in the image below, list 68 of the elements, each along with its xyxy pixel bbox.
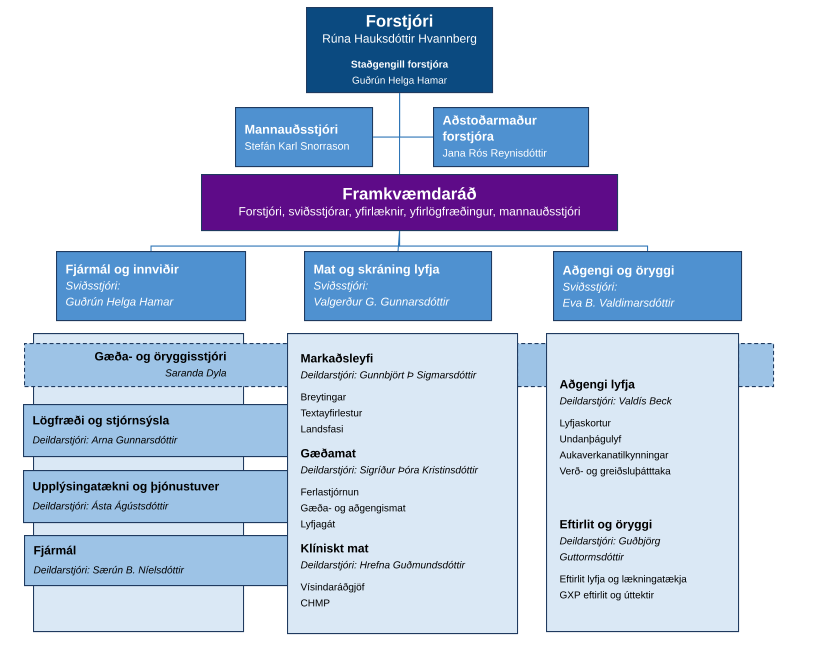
title-text: Forstjóri: [366, 14, 432, 30]
department-column: [287, 333, 518, 634]
task-text: Vísindaráðgjöf: [300, 582, 364, 592]
task-text: Lyfjaskortur: [560, 419, 611, 428]
name-text: Stefán Karl Snorrason: [245, 142, 349, 150]
department-band: [23, 404, 288, 458]
heading-text: Eftirlit og öryggi: [560, 520, 652, 531]
task-text: Gæða- og aðgengismat: [301, 504, 406, 514]
task-text: Textayfirlestur: [300, 409, 362, 418]
heading-text: Gæða- og öryggisstjóri: [95, 352, 226, 363]
manager-text: Deildarstjóri: Valdís Beck: [560, 396, 672, 406]
board-box: [201, 174, 618, 232]
connector-line: [399, 231, 648, 251]
subtitle-text: Valgerður G. Gunnarsdóttir: [314, 297, 450, 308]
subtitle-text: Eva B. Valdimarsdóttir: [562, 298, 675, 307]
heading-text: Mannauðsstjóri: [245, 124, 338, 136]
division-box: [553, 251, 742, 322]
heading-text: Aðgengi og öryggi: [562, 265, 674, 278]
deputy-title: Staðgengill forstjóra: [351, 60, 448, 70]
task-text: Eftirlit lyfja og lækningatækja: [560, 575, 687, 584]
heading-text: Upplýsingatækni og þjónustuver: [33, 482, 220, 493]
band-segment: [517, 343, 548, 388]
department-band: [24, 535, 288, 586]
task-text: Aukaverkanatilkynningar: [560, 451, 668, 460]
manager-text: Deildarstjóri: Hrefna Guðmundsdóttir: [300, 560, 466, 570]
name-text: Jana Rós Reynisdóttir: [442, 148, 547, 159]
title-text: Framkvæmdaráð: [343, 187, 476, 200]
task-text: Breytingar: [301, 393, 346, 402]
assistant-box: [433, 107, 590, 168]
director-box: [306, 7, 494, 94]
band-segment: [738, 343, 774, 388]
department-band: [23, 470, 288, 524]
heading-text: Mat og skráning lyfja: [314, 264, 440, 276]
manager-text: Deildarstjóri: Sigríður Þóra Kristinsdóttir: [300, 466, 478, 476]
subtitle-text: Guðrún Helga Hamar: [66, 297, 174, 308]
manager-box: [235, 107, 374, 168]
task-text: Verð- og greiðsluþátttaka: [560, 466, 671, 476]
task-text: Undanþágulyf: [560, 434, 622, 444]
division-box: [304, 251, 492, 322]
manager-text: Deildarstjóri: Gunnbjört Þ Sigmarsdóttir: [300, 370, 477, 380]
name-text: Guðrún Helga Hamar: [352, 76, 447, 86]
manager-text: Deildarstjóri: Særún B. Níelsdóttir: [34, 566, 184, 576]
department-column: [546, 333, 740, 632]
heading-text: Gæðamat: [301, 448, 356, 458]
quality-band: [24, 343, 288, 388]
manager-text: Deildarstjóri: Ásta Ágústsdóttir: [32, 500, 169, 512]
connector-line: [399, 93, 433, 138]
task-text: Ferlastjórnun: [301, 488, 358, 498]
subtitle-text: Sviðsstjóri:: [66, 281, 120, 292]
heading-text: Lögfræði og stjórnsýsla: [33, 416, 170, 427]
task-text: Landsfasi: [301, 425, 343, 432]
task-text: CHMP: [301, 599, 330, 606]
name-text: Rúna Hauksdóttir Hvannberg: [323, 34, 476, 46]
manager-text: Deildarstjóri: Arna Gunnarsdóttir: [32, 436, 178, 446]
heading-text: Aðgengi lyfja: [560, 380, 635, 391]
heading-text: Fjármál og innviðir: [66, 264, 179, 276]
division-box: [56, 251, 246, 322]
manager-text: Deildarstjóri: Guðbjörg Guttormsdóttir: [560, 536, 660, 560]
subtitle-text: Sviðsstjóri:: [314, 281, 368, 292]
name-text: Forstjóri, sviðsstjórar, yfirlæknir, yfirlögfræðingur, mannauðsstjóri: [239, 206, 580, 218]
heading-text: Markaðsleyfi: [301, 354, 372, 365]
heading-text: Fjármál: [34, 546, 76, 557]
subtitle-text: Sviðsstjóri:: [562, 282, 617, 293]
task-text: Lyfjagát: [301, 520, 336, 530]
task-text: GXP eftirlit og úttektir: [560, 590, 654, 600]
heading-text: Klíniskt mat: [301, 544, 368, 552]
manager-text: Saranda Dyla: [165, 369, 226, 378]
heading-text: Aðstoðarmaður forstjóra: [442, 115, 537, 144]
